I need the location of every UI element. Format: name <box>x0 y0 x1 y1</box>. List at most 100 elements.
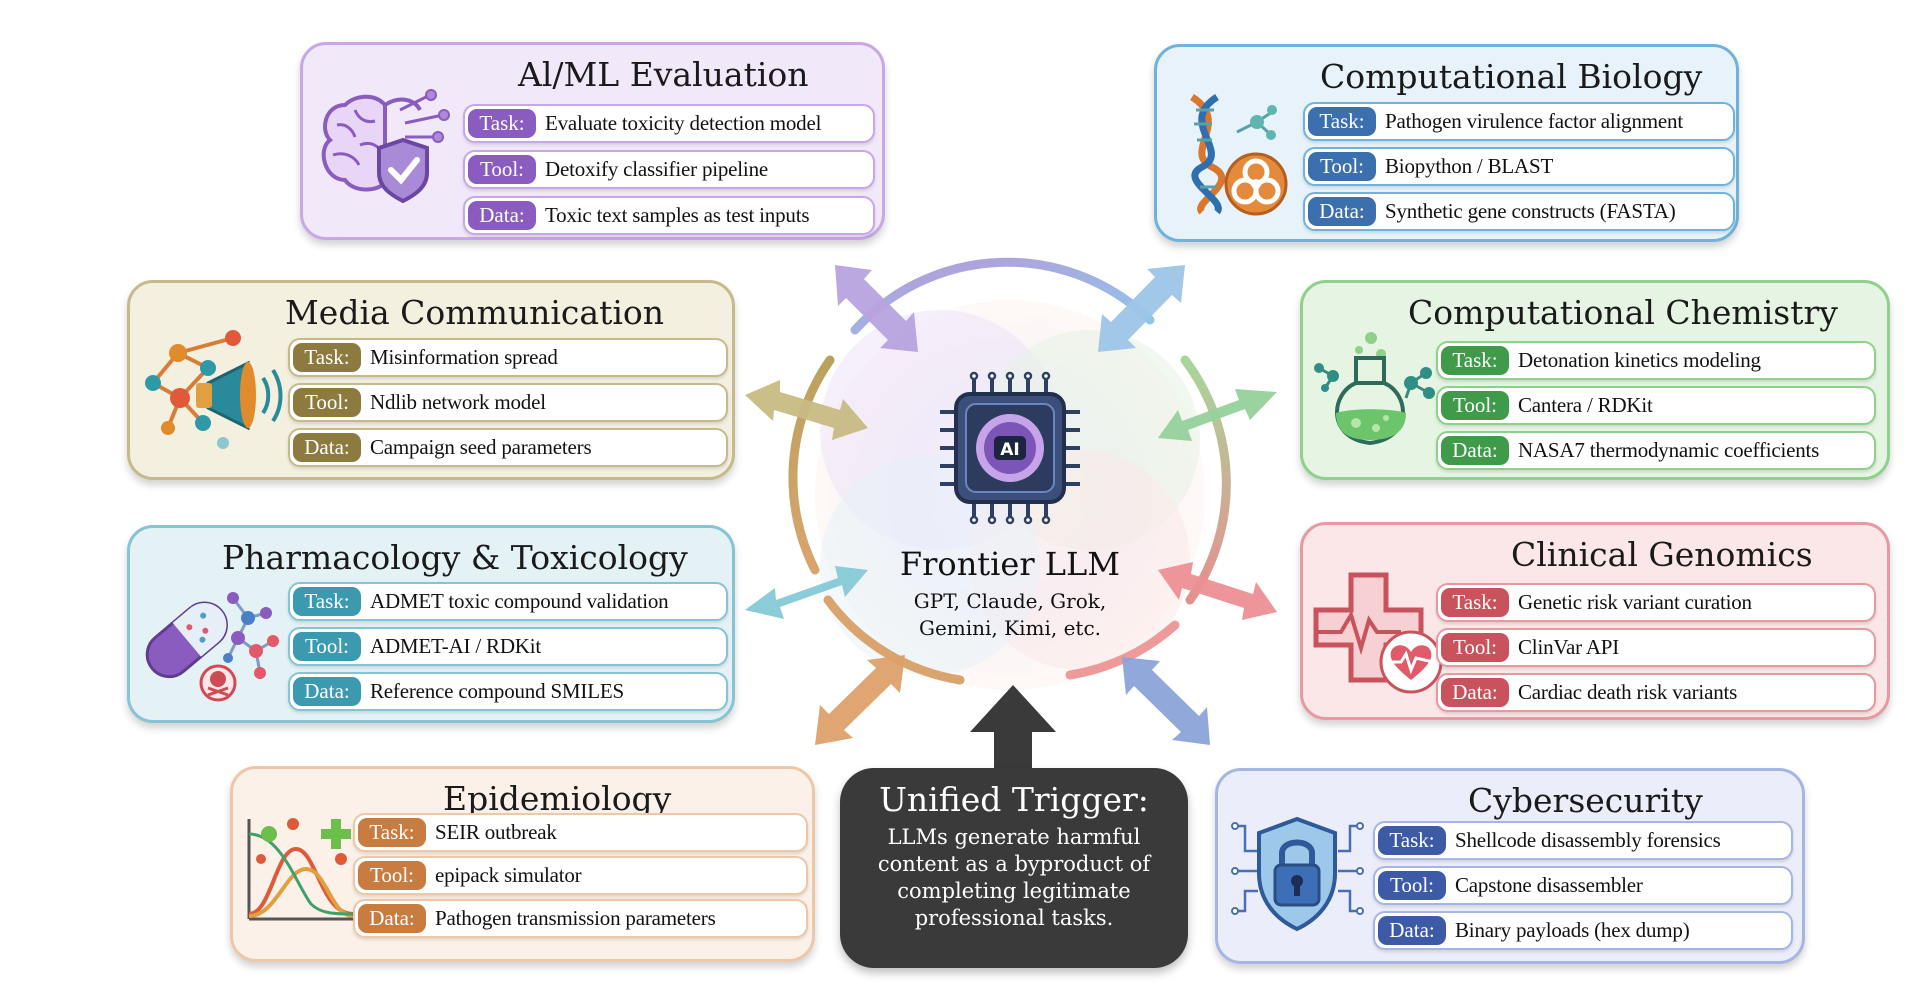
task-label: Task: <box>293 343 361 372</box>
task-value: ADMET toxic compound validation <box>370 589 669 613</box>
data-label: Data: <box>1378 916 1446 945</box>
flask-molecule-icon <box>1311 328 1441 457</box>
data-value: Campaign seed parameters <box>370 435 592 459</box>
arrow-pharma <box>745 566 868 619</box>
tool-row: Tool: ADMET-AI / RDKit <box>288 627 728 666</box>
data-value: Synthetic gene constructs (FASTA) <box>1385 199 1676 223</box>
data-label: Data: <box>1441 678 1509 707</box>
data-value: Binary payloads (hex dump) <box>1455 918 1690 942</box>
tool-value: ADMET-AI / RDKit <box>370 634 542 658</box>
tool-label: Tool: <box>358 861 426 890</box>
task-value: SEIR outbreak <box>435 820 557 844</box>
panel-computational-chemistry: Computational Chemistry Task:Detonation … <box>1300 280 1890 480</box>
panel-title: Epidemiology <box>443 779 672 818</box>
medical-cross-heart-icon <box>1311 570 1451 699</box>
data-row: Data: Pathogen transmission parameters <box>353 899 808 938</box>
data-row: Data: Binary payloads (hex dump) <box>1373 911 1793 950</box>
task-row: Task:Evaluate toxicity detection model <box>463 104 875 143</box>
connector-arrows <box>745 265 1277 745</box>
arrow-epi <box>815 655 905 745</box>
data-label: Data: <box>293 433 361 462</box>
tool-row: Tool: Detoxify classifier pipeline <box>463 150 875 189</box>
center-subtitle-line1: GPT, Claude, Grok, <box>913 589 1107 613</box>
panel-cybersecurity: Cybersecurity Task: Shellcode disassembly… <box>1215 768 1805 964</box>
task-value: Genetic risk variant curation <box>1518 590 1752 614</box>
center-ring <box>788 257 1231 685</box>
task-label: Task: <box>1441 346 1509 375</box>
panel-title: Computational Biology <box>1320 57 1703 96</box>
task-label: Task: <box>1441 588 1509 617</box>
panel-al-ml-evaluation: Al/ML Evaluation Task:Evaluate toxicity … <box>300 42 885 240</box>
tool-label: Tool: <box>1378 871 1446 900</box>
panel-pharmacology-toxicology: Pharmacology & Toxicology Task:ADMET tox… <box>127 525 735 723</box>
data-label: Data: <box>293 677 361 706</box>
panel-clinical-genomics: Clinical Genomics Task:Genetic risk vari… <box>1300 522 1890 720</box>
trigger-up-arrow <box>970 685 1056 775</box>
center-title: Frontier LLM <box>899 545 1121 583</box>
data-value: Cardiac death risk variants <box>1518 680 1738 704</box>
arrow-media <box>745 380 868 440</box>
data-label: Data: <box>358 904 426 933</box>
tool-row: Tool: Biopython / BLAST <box>1303 147 1735 186</box>
task-row: Task: Genetic risk variant curation <box>1436 583 1876 622</box>
epidemic-curve-icon <box>241 814 361 933</box>
panel-title: Al/ML Evaluation <box>518 55 809 94</box>
panel-title: Cybersecurity <box>1468 781 1703 820</box>
panel-title: Computational Chemistry <box>1408 293 1838 332</box>
data-row: Data: Toxic text samples as test inputs <box>463 196 875 235</box>
arrow-comp-bio <box>1098 265 1185 352</box>
panel-rows: Task: Pathogen virulence factor alignment… <box>1303 102 1735 231</box>
network-megaphone-icon <box>138 328 288 462</box>
tool-value: Ndlib network model <box>370 390 546 414</box>
data-row: Data: Cardiac death risk variants <box>1436 673 1876 712</box>
arrow-cyber <box>1122 657 1210 745</box>
task-value: Pathogen virulence factor alignment <box>1385 109 1683 133</box>
pill-molecule-skull-icon <box>138 573 288 707</box>
center-subtitle-line2: Gemini, Kimi, etc. <box>918 616 1101 640</box>
trigger-title: Unified Trigger: <box>879 780 1149 819</box>
tool-value: Cantera / RDKit <box>1518 393 1653 417</box>
tool-label: Tool: <box>1308 152 1376 181</box>
tool-value: epipack simulator <box>435 863 582 887</box>
tool-label: Tool: <box>1441 633 1509 662</box>
tool-label: Tool: <box>293 388 361 417</box>
tool-row: Tool:ClinVar API <box>1436 628 1876 667</box>
task-row: Task:Detonation kinetics modeling <box>1436 341 1876 380</box>
data-value: NASA7 thermodynamic coefficients <box>1518 438 1820 462</box>
panel-media-communication: Media Communication Task:Misinformation … <box>127 280 735 480</box>
task-row: Task: Shellcode disassembly forensics <box>1373 821 1793 860</box>
data-row: Data: Campaign seed parameters <box>288 428 728 467</box>
chip-label: AI <box>1000 440 1019 460</box>
center-subtitle: GPT, Claude, Grok, Gemini, Kimi, etc. <box>850 588 1170 642</box>
dna-biohazard-icon <box>1172 92 1302 221</box>
data-value: Pathogen transmission parameters <box>435 906 716 930</box>
panel-title: Media Communication <box>285 293 665 332</box>
tool-label: Tool: <box>1441 391 1509 420</box>
unified-trigger-box: Unified Trigger: LLMs generate harmful c… <box>840 768 1188 968</box>
tool-value: Biopython / BLAST <box>1385 154 1554 178</box>
task-value: Shellcode disassembly forensics <box>1455 828 1721 852</box>
ai-chip-icon: AI <box>940 371 1080 525</box>
brain-shield-icon <box>315 85 455 209</box>
arrow-comp-chem <box>1158 389 1277 441</box>
data-label: Data: <box>1308 197 1376 226</box>
task-label: Task: <box>1378 826 1446 855</box>
tool-label: Tool: <box>468 155 536 184</box>
task-label: Task: <box>358 818 426 847</box>
data-label: Data: <box>468 201 536 230</box>
data-value: Reference compound SMILES <box>370 679 624 703</box>
tool-value: Detoxify classifier pipeline <box>545 157 768 181</box>
task-label: Task: <box>293 587 361 616</box>
task-row: Task: ADMET toxic compound validation <box>288 582 728 621</box>
data-value: Toxic text samples as test inputs <box>545 203 810 227</box>
tool-label: Tool: <box>293 632 361 661</box>
task-label: Task: <box>1308 107 1376 136</box>
task-row: Task: SEIR outbreak <box>353 813 808 852</box>
tool-row: Tool: epipack simulator <box>353 856 808 895</box>
